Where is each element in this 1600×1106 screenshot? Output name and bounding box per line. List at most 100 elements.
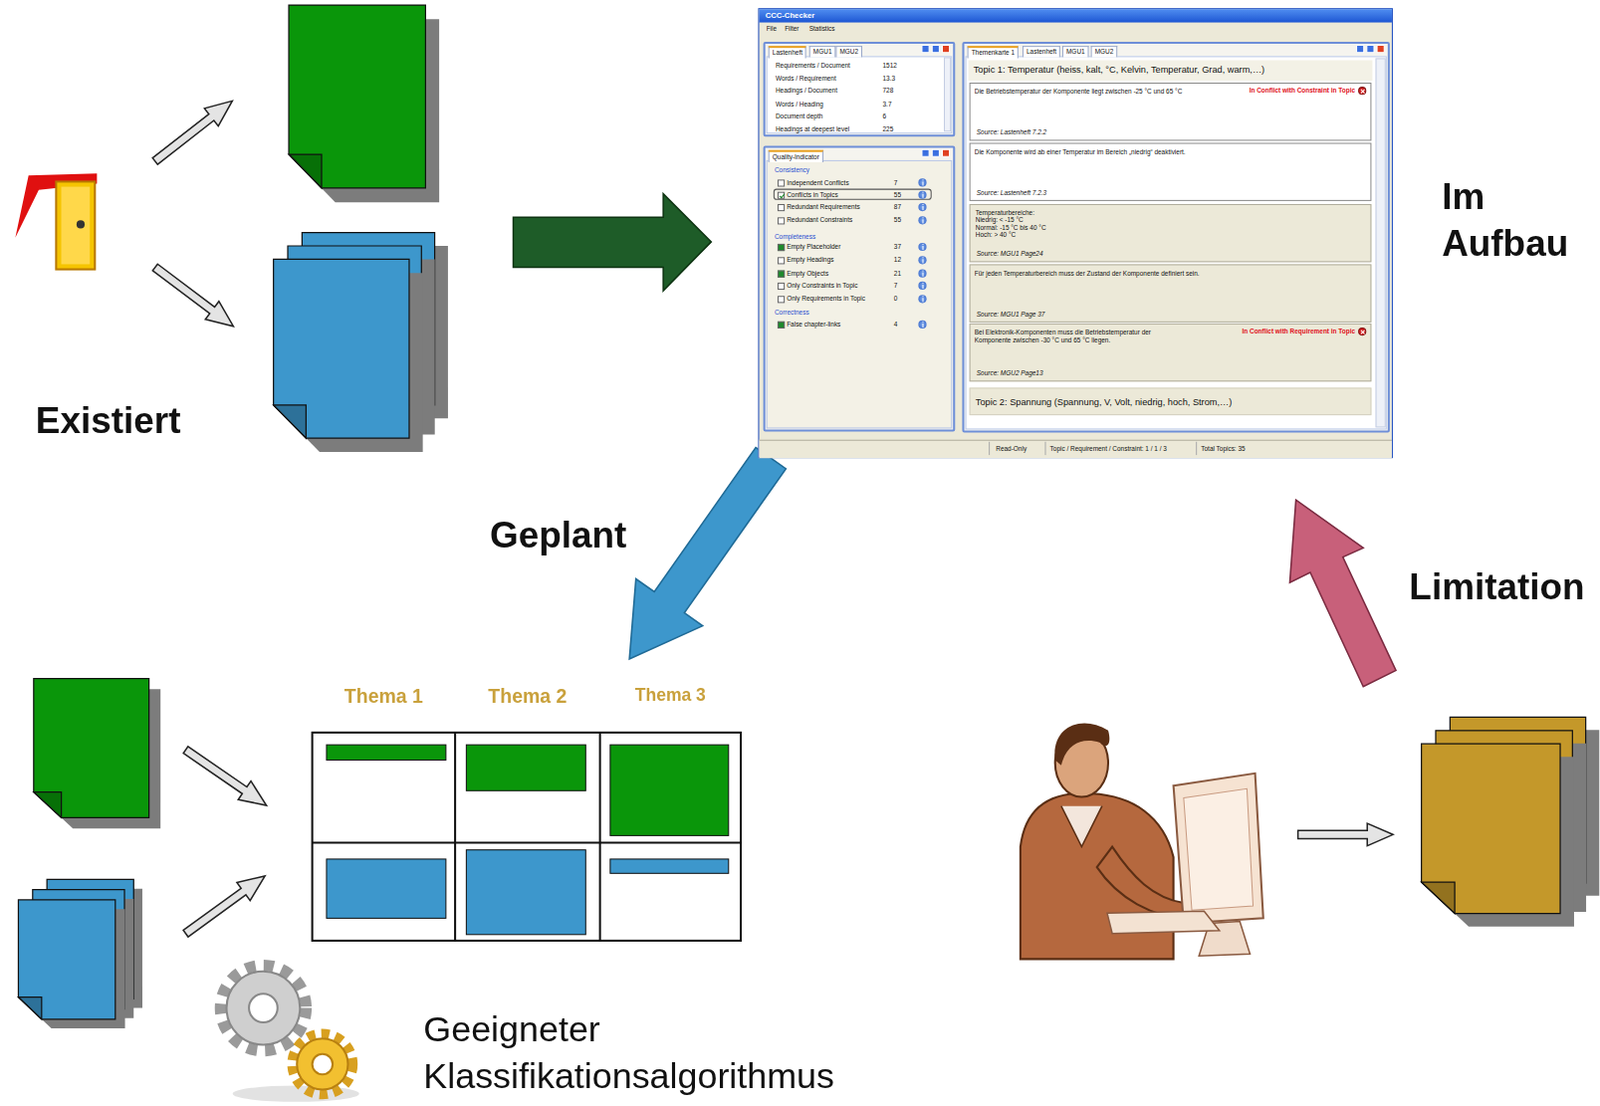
menu-item: File	[766, 24, 777, 33]
window-button	[1366, 44, 1374, 53]
document	[273, 258, 424, 453]
node-text: Die Komponente wird ab einer Temperatur …	[974, 148, 1186, 157]
menu-item: Filter	[784, 24, 799, 33]
document	[288, 4, 440, 203]
status-separator	[988, 442, 990, 456]
status-text: Read-Only	[995, 445, 1027, 454]
info-bar	[921, 181, 923, 186]
checkbox	[777, 179, 785, 187]
person-at-computer	[1020, 723, 1264, 960]
status-text: Total Topics: 35	[1200, 445, 1245, 454]
section-heading: Completeness	[774, 232, 816, 241]
info-icon	[917, 255, 926, 264]
scrollbar	[1375, 57, 1386, 428]
menu-item: Statistics	[809, 24, 836, 33]
info-icon	[917, 242, 926, 251]
green-arrow	[513, 194, 712, 291]
info-icon	[917, 269, 926, 278]
pink-arrow	[1289, 499, 1396, 687]
checkbox	[777, 217, 785, 225]
indicator-value: 21	[894, 269, 902, 278]
checkmark	[778, 192, 784, 199]
planned-arrow	[629, 448, 786, 661]
window-button	[1376, 44, 1385, 53]
indicator-name: Redundant Constraints	[786, 216, 853, 225]
gear-icon	[220, 965, 359, 1103]
stat-value: 3.7	[883, 99, 893, 108]
node-text: Thema 1	[312, 685, 456, 709]
checkbox	[777, 203, 785, 211]
indicator-name: Empty Objects	[786, 269, 829, 278]
info-bar	[921, 258, 923, 263]
indicator-value: 37	[894, 242, 902, 251]
indicator-value: 7	[894, 178, 899, 187]
info-bar	[921, 323, 923, 328]
gray-arrow	[179, 740, 273, 815]
checkbox	[777, 269, 785, 277]
node-text: MGU2	[835, 45, 863, 57]
requirement-card: Die Betriebstemperatur der Komponente li…	[969, 82, 1372, 141]
quality-panel: Quality-IndicatorConsistencyIndependent …	[763, 146, 956, 433]
caption-label: Existiert	[35, 398, 182, 443]
indicator-name: Conflicts in Topics	[786, 191, 839, 200]
app-window: CCC-CheckerLastenheftMGU1MGU2Requirement…	[757, 7, 1392, 458]
stat-name: Requirements / Document	[775, 60, 851, 69]
indicator-name: False chapter-links	[786, 320, 841, 329]
node-text: Niedrig: < -15 °C	[975, 216, 1024, 225]
node-text: Normal: -15 °C bis 40 °C	[975, 223, 1047, 231]
info-bar	[921, 297, 923, 302]
caption-label: Limitation	[1408, 564, 1585, 609]
window-button	[920, 149, 929, 158]
stat-value: 13.3	[883, 74, 897, 83]
node-text: Temperaturbereiche:	[975, 209, 1035, 218]
window-button	[920, 44, 929, 53]
scrollbar	[943, 56, 951, 132]
info-icon	[917, 216, 926, 225]
node-text: Für jeden Temperaturbereich muss der Zus…	[974, 269, 1210, 278]
info-bar	[921, 284, 923, 289]
info-icon	[917, 294, 926, 303]
constraint-card: Für jeden Temperaturbereich muss der Zus…	[969, 263, 1372, 322]
stat-value: 6	[883, 112, 888, 121]
checkbox	[777, 295, 785, 303]
edge-label: Geplant	[489, 513, 627, 558]
info-icon	[917, 178, 926, 187]
node-text: Thema 2	[455, 685, 601, 709]
info-icon	[917, 191, 926, 200]
checkbox	[777, 281, 785, 289]
indicator-value: 12	[894, 255, 902, 264]
node-text: Topic 1: Temperatur (heiss, kalt, °C, Ke…	[973, 64, 1265, 76]
window-button	[931, 44, 940, 53]
stat-name: Document depth	[775, 112, 823, 121]
node-text: Source: MGU2 Page13	[976, 369, 1044, 378]
node-text: In Conflict with Requirement in Topic	[1241, 327, 1356, 336]
node-text: Source: MGU1 Page24	[976, 250, 1044, 259]
topic-table: Thema 1Thema 2Thema 3	[312, 659, 741, 941]
node-text: Hoch: > 40 °C	[975, 230, 1016, 239]
gray-arrow	[148, 258, 240, 336]
info-dot	[921, 282, 923, 284]
stat-value: 1512	[883, 60, 898, 69]
node-text: Die Betriebstemperatur der Komponente li…	[974, 87, 1183, 96]
info-bar	[921, 219, 923, 224]
indicator-name: Only Constraints in Topic	[786, 281, 858, 290]
indicator-value: 55	[894, 216, 902, 225]
info-bar	[921, 206, 923, 211]
topic-panel: Themenkarte 1LastenheftMGU1MGU2Topic 1: …	[961, 41, 1389, 434]
indicator-name: Empty Headings	[786, 255, 834, 264]
info-bar	[921, 194, 923, 199]
section-heading: Correctness	[774, 308, 810, 317]
node-text: Quality-Indicator	[768, 150, 824, 163]
requirement-card: Die Komponente wird ab einer Temperatur …	[969, 142, 1372, 201]
indicator-name: Independent Conflicts	[786, 178, 849, 187]
stat-value: 225	[883, 125, 895, 134]
checkbox	[777, 191, 785, 199]
caption-label: Geeigneter Klassifikationsalgorithmus	[423, 1006, 904, 1099]
node-text: Themenkarte 1	[967, 45, 1020, 58]
stat-value: 728	[883, 86, 895, 95]
gray-arrow	[1298, 823, 1393, 847]
status-separator	[1044, 442, 1046, 456]
stat-name: Words / Requirement	[775, 74, 837, 83]
window-button	[1356, 44, 1365, 53]
